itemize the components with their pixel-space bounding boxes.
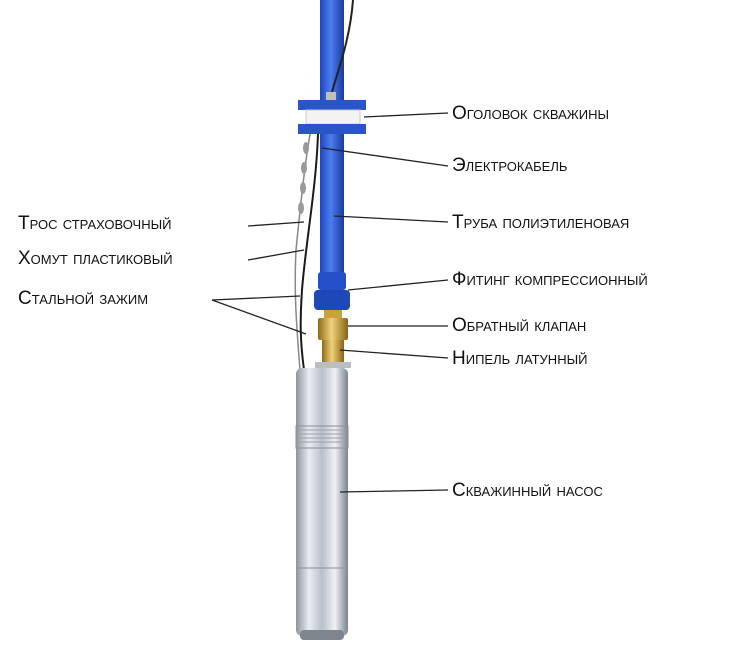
brass-nipple xyxy=(322,340,344,364)
leader-lines xyxy=(211,112,449,493)
well-pump xyxy=(295,368,349,640)
check-valve xyxy=(318,318,348,340)
polyethylene-pipe xyxy=(320,0,344,278)
label-safety-rope: Трос страховочный xyxy=(18,213,172,234)
label-wellhead: Оголовок скважины xyxy=(452,103,610,124)
pump-collar xyxy=(315,362,351,368)
compression-fitting xyxy=(314,272,350,318)
label-compression-fitting: Фитинг компрессионный xyxy=(452,269,648,290)
safety-rope-links xyxy=(298,142,309,214)
label-plastic-clamp: Хомут пластиковый xyxy=(18,248,173,269)
cable-top xyxy=(331,0,354,93)
label-well-pump: Скважинный насос xyxy=(452,480,603,501)
label-check-valve: Обратный клапан xyxy=(452,315,587,336)
label-brass-nipple: Нипель латунный xyxy=(452,348,588,369)
label-electric-cable: Электрокабель xyxy=(452,155,568,176)
label-polyethylene-pipe: Труба полиэтиленовая xyxy=(452,212,630,233)
electric-cable xyxy=(299,133,319,371)
wellhead xyxy=(298,92,366,134)
label-steel-clip: Стальной зажим xyxy=(18,288,149,309)
